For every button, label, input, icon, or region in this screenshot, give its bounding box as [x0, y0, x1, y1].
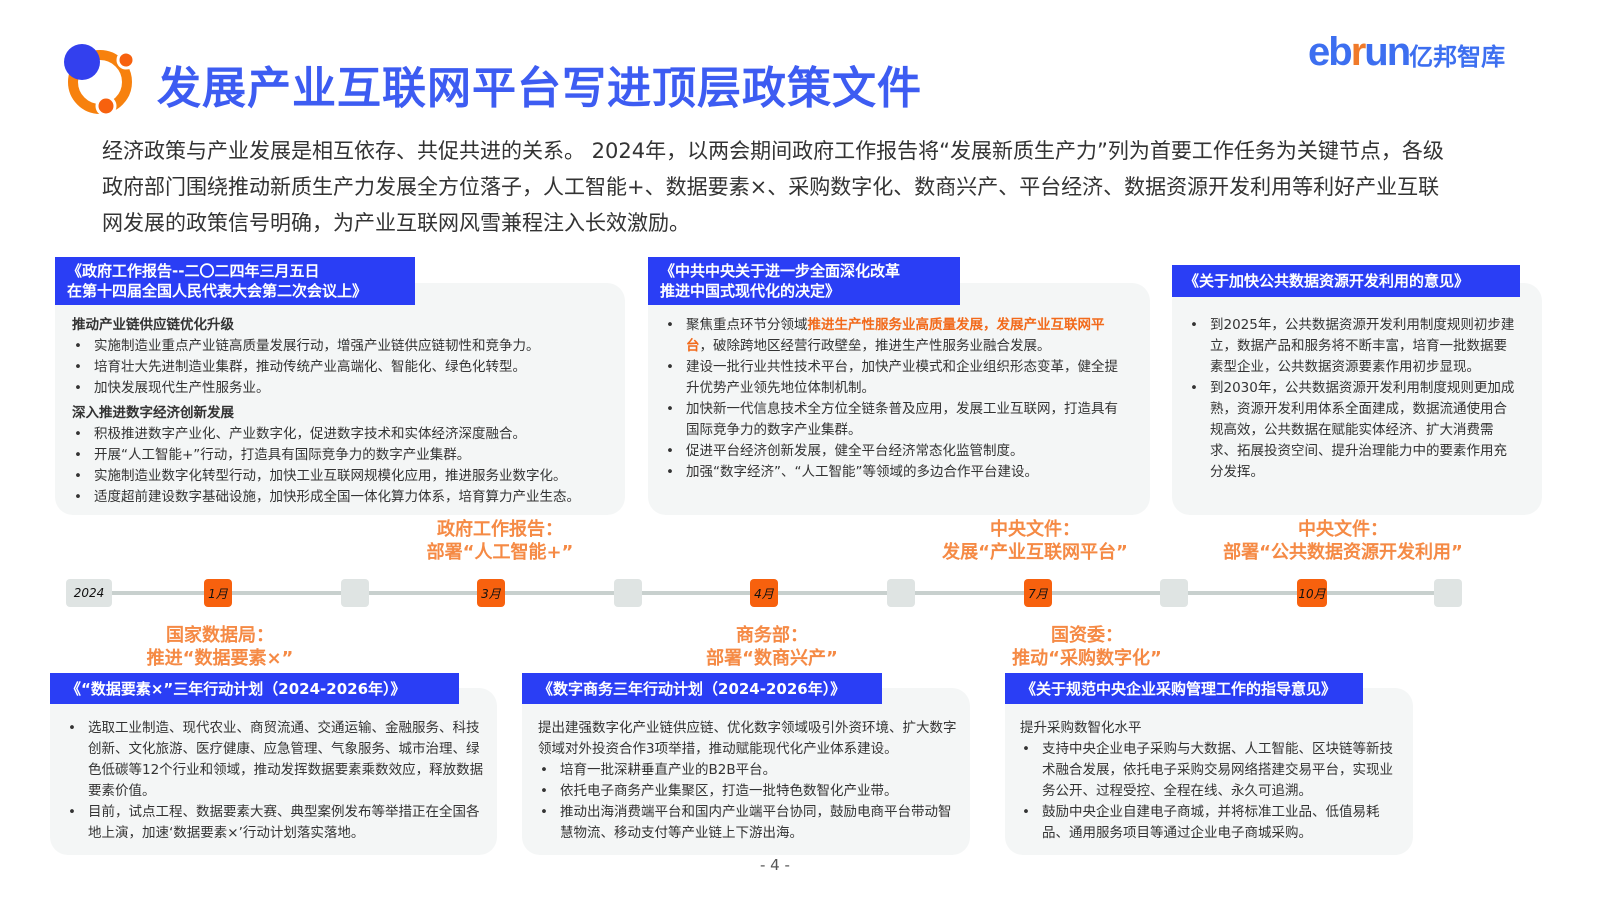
card-public-data-title: 《关于加快公共数据资源开发利用的意见》: [1172, 265, 1520, 297]
card-gov-report-body: 推动产业链供应链优化升级 实施制造业重点产业链高质量发展行动，增强产业链供应链韧…: [72, 315, 622, 508]
label-line: 推进“数据要素×”: [146, 648, 294, 669]
list-item: 到2030年，公共数据资源开发利用制度规则更加成熟，资源开发利用体系全面建成，数…: [1188, 378, 1518, 483]
page-number: - 4 -: [760, 856, 790, 874]
card-gov-report-title: 《政府工作报告--二〇二四年三月五日在第十四届全国人民代表大会第二次会议上》: [55, 257, 415, 305]
list-item: 积极推进数字产业化、产业数字化，促进数字技术和实体经济深度融合。: [72, 424, 622, 445]
logo-cn: 亿邦智库: [1409, 43, 1506, 71]
label-line: 政府工作报告：: [437, 519, 563, 540]
list-item: 培育壮大先进制造业集群，推动传统产业高端化、智能化、绿色化转型。: [72, 357, 622, 378]
list-item: 鼓励中央企业自建电子商城，并将标准工业品、低值易耗品、通用服务项目等通过企业电子…: [1020, 802, 1405, 844]
label-line: 部署“公共数据资源开发利用”: [1223, 542, 1463, 563]
title-line: 在第十四届全国人民代表大会第二次会议上》: [67, 282, 368, 300]
list-item: 适度超前建设数字基础设施，加快形成全国一体化算力体系，培育算力产业生态。: [72, 487, 622, 508]
card-cpc-decision-body: 聚焦重点环节分领域推进生产性服务业高质量发展，发展产业互联网平台，破除跨地区经营…: [664, 315, 1124, 483]
list-item: 加快新一代信息技术全方位全链条普及应用，发展工业互联网，打造具有国际竞争力的数字…: [664, 399, 1124, 441]
list-item: 开展“人工智能+”行动，打造具有国际竞争力的数字产业集群。: [72, 445, 622, 466]
list-item: 目前，试点工程、数据要素大赛、典型案例发布等举措正在全国各地上演，加速‘数据要素…: [66, 802, 486, 844]
label-line: 部署“人工智能+”: [426, 542, 574, 563]
list-item: 实施制造业重点产业链高质量发展行动，增强产业链供应链韧性和竞争力。: [72, 336, 622, 357]
card-data-elements-title: 《“数据要素×”三年行动计划（2024-2026年）》: [50, 673, 459, 704]
title-line: 《中共中央关于进一步全面深化改革: [660, 262, 901, 280]
lead-text: 提升采购数智化水平: [1020, 720, 1142, 736]
card-digital-commerce-title: 《数字商务三年行动计划（2024-2026年）》: [522, 673, 882, 704]
highlight-text: 推进生产性服务业高质量发展，发展产业互联网平台: [686, 317, 1105, 354]
text: ，破除跨地区经营行政壁垒，推进生产性服务业融合发展。: [699, 338, 1051, 354]
label-line: 国资委：: [1050, 625, 1123, 646]
section-heading: 深入推进数字经济创新发展: [72, 405, 234, 421]
timeline-label-data-bureau: 国家数据局：推进“数据要素×”: [147, 624, 294, 670]
title-logo-icon: [64, 44, 136, 117]
list-item: 选取工业制造、现代农业、商贸流通、交通运输、金融服务、科技创新、文化旅游、医疗健…: [66, 718, 486, 802]
list-item: 加快发展现代生产性服务业。: [72, 378, 622, 399]
text: 聚焦重点环节分领域: [686, 317, 808, 333]
card-digital-commerce-body: 提出建强数字化产业链供应链、优化数字领域吸引外资环境、扩大数字领域对外投资合作3…: [538, 718, 963, 844]
list-item: 建设一批行业共性技术平台，加快产业模式和企业组织形态变革，健全提升优势产业领先地…: [664, 357, 1124, 399]
list-item: 实施制造业数字化转型行动，加快工业互联网规模化应用，推进服务业数字化。: [72, 466, 622, 487]
label-line: 中央文件：: [1297, 519, 1388, 540]
label-line: 商务部：: [735, 625, 808, 646]
timeline-node-jul: 7月: [1024, 579, 1052, 607]
list-item: 依托电子商务产业集聚区，打造一批特色数智化产业带。: [538, 781, 963, 802]
timeline-label-central-doc-1: 中央文件：发展“产业互联网平台”: [942, 518, 1128, 564]
timeline-label-central-doc-2: 中央文件：部署“公共数据资源开发利用”: [1223, 518, 1463, 564]
card-cpc-decision-title: 《中共中央关于进一步全面深化改革推进中国式现代化的决定》: [648, 257, 960, 305]
timeline-node: [614, 579, 642, 607]
card-procurement-body: 提升采购数智化水平 支持中央企业电子采购与大数据、人工智能、区块链等新技术融合发…: [1020, 718, 1405, 844]
section-heading: 推动产业链供应链优化升级: [72, 317, 234, 333]
list-item: 聚焦重点环节分领域推进生产性服务业高质量发展，发展产业互联网平台，破除跨地区经营…: [664, 315, 1124, 357]
card-procurement-title: 《关于规范中央企业采购管理工作的指导意见》: [1005, 673, 1363, 704]
timeline-label-gov-report: 政府工作报告：部署“人工智能+”: [427, 518, 574, 564]
list-item: 推动出海消费端平台和国内产业端平台协同，鼓励电商平台带动智慧物流、移动支付等产业…: [538, 802, 963, 844]
timeline-node: [887, 579, 915, 607]
title-line: 《政府工作报告--二〇二四年三月五日: [67, 262, 320, 280]
timeline-label-sasac: 国资委：推动“采购数字化”: [1012, 624, 1162, 670]
label-line: 推动“采购数字化”: [1012, 648, 1162, 669]
label-line: 中央文件：: [989, 519, 1080, 540]
timeline-label-mofcom: 商务部：部署“数商兴产”: [706, 624, 838, 670]
timeline-node-jan: 1月: [204, 579, 232, 607]
timeline-node: [341, 579, 369, 607]
list-item: 加强“数字经济”、“人工智能”等领域的多边合作平台建设。: [664, 462, 1124, 483]
list-item: 到2025年，公共数据资源开发利用制度规则初步建立，数据产品和服务将不断丰富，培…: [1188, 315, 1518, 378]
timeline-node: [1434, 579, 1462, 607]
title-line: 推进中国式现代化的决定》: [660, 282, 841, 300]
card-data-elements-body: 选取工业制造、现代农业、商贸流通、交通运输、金融服务、科技创新、文化旅游、医疗健…: [66, 718, 486, 844]
timeline-node-oct: 10月: [1297, 579, 1327, 607]
list-item: 支持中央企业电子采购与大数据、人工智能、区块链等新技术融合发展，依托电子采购交易…: [1020, 739, 1405, 802]
logo-en: ebrun: [1308, 30, 1411, 74]
card-public-data-body: 到2025年，公共数据资源开发利用制度规则初步建立，数据产品和服务将不断丰富，培…: [1188, 315, 1518, 483]
label-line: 部署“数商兴产”: [706, 648, 838, 669]
lead-text: 提出建强数字化产业链供应链、优化数字领域吸引外资环境、扩大数字领域对外投资合作3…: [538, 720, 957, 757]
label-line: 国家数据局：: [166, 625, 274, 646]
timeline-node-mar: 3月: [477, 579, 505, 607]
label-line: 发展“产业互联网平台”: [942, 542, 1128, 563]
timeline-node-apr: 4月: [750, 579, 778, 607]
list-item: 培育一批深耕垂直产业的B2B平台。: [538, 760, 963, 781]
timeline-node-year: 2024: [66, 579, 112, 607]
timeline-node: [1160, 579, 1188, 607]
intro-paragraph: 经济政策与产业发展是相互依存、共促共进的关系。 2024年，以两会期间政府工作报…: [102, 139, 1444, 235]
page-title: 发展产业互联网平台写进顶层政策文件: [157, 63, 922, 114]
list-item: 促进平台经济创新发展，健全平台经济常态化监管制度。: [664, 441, 1124, 462]
brand-logo: ebrun亿邦智库: [1308, 30, 1505, 75]
